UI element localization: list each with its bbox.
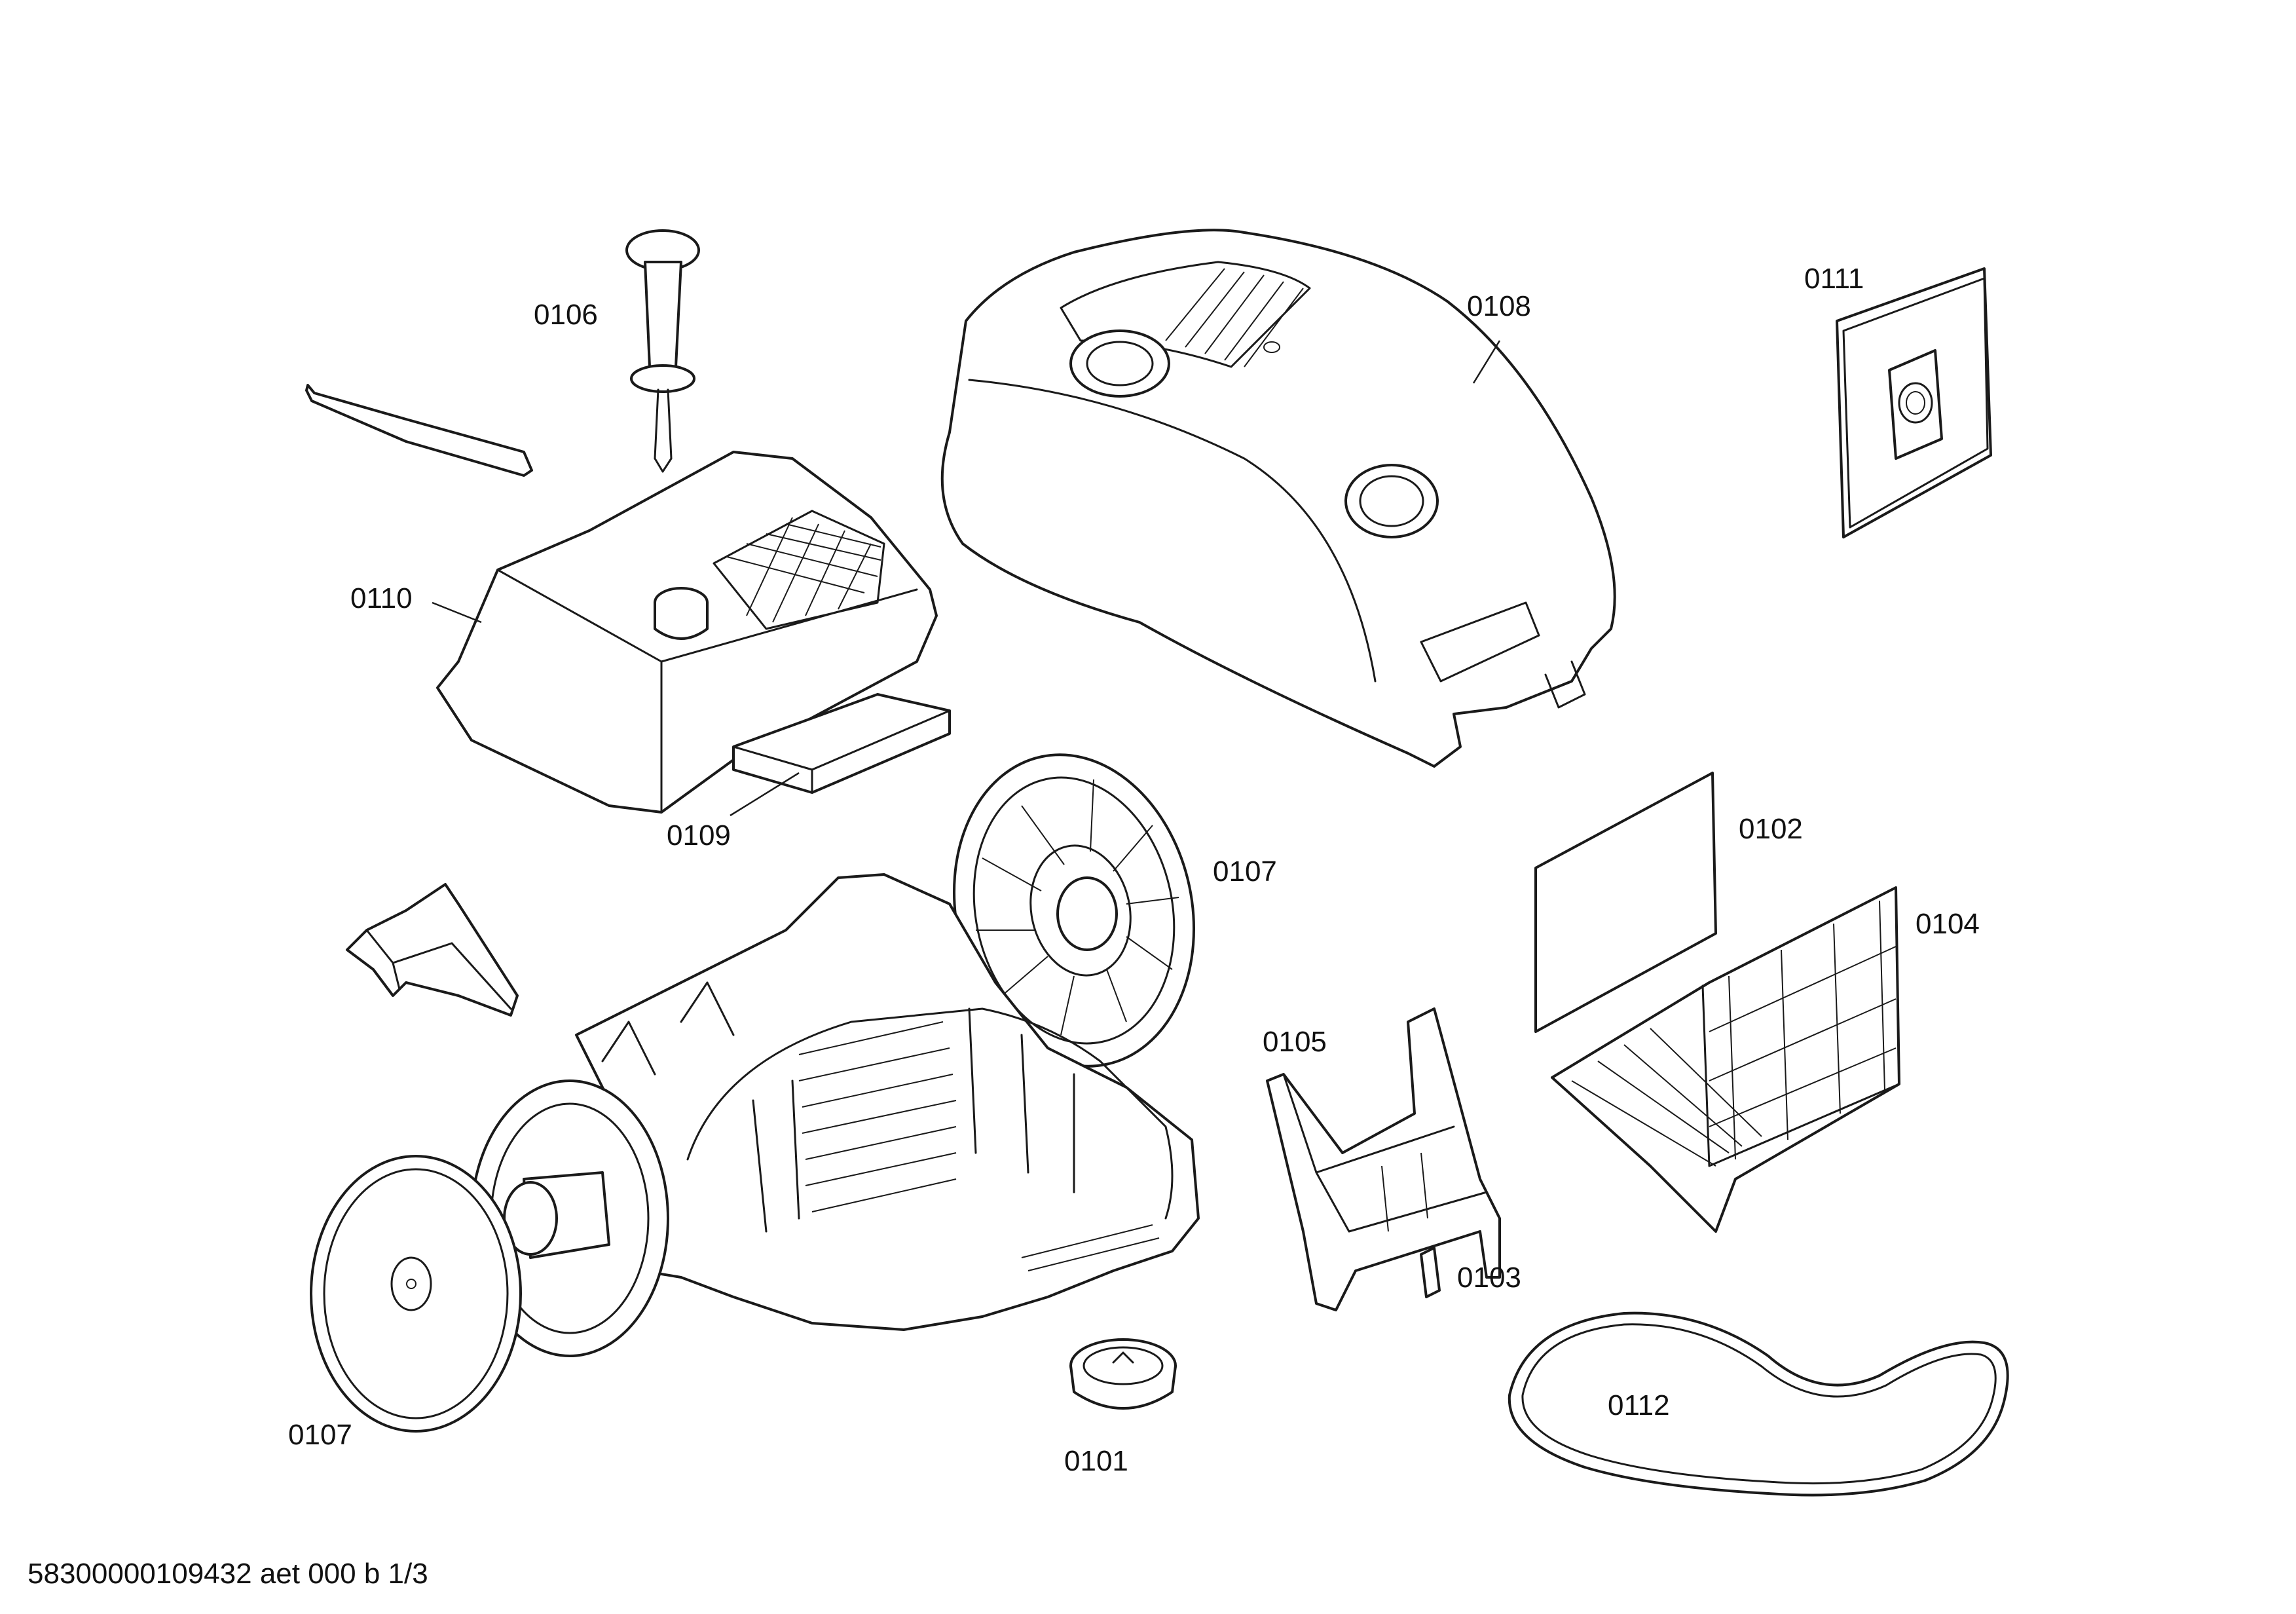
- callout-0110: 0110: [350, 582, 413, 614]
- part-0107-wheel-lower[interactable]: [310, 1155, 522, 1433]
- callout-0108: 0108: [1467, 290, 1531, 322]
- part-0110-filter-cover[interactable]: [436, 451, 938, 814]
- callout-labels: 0106 0108 0111 0110 0109 0107 0102 0104 …: [288, 263, 1980, 1477]
- callout-0107-upper: 0107: [1213, 855, 1277, 888]
- leader-0110: [432, 601, 482, 624]
- leader-0109: [730, 772, 800, 817]
- callout-0102: 0102: [1739, 813, 1803, 845]
- callout-0111: 0111: [1804, 263, 1864, 295]
- part-0104-grid-frame[interactable]: [1551, 886, 1900, 1233]
- callout-0109: 0109: [667, 819, 731, 852]
- callout-0105: 0105: [1263, 1026, 1327, 1058]
- part-clip-bracket[interactable]: [346, 883, 519, 1017]
- part-0111-dust-bag[interactable]: [1836, 267, 1992, 538]
- part-0110-seal-strip[interactable]: [305, 384, 533, 477]
- part-0107-wheel-upper[interactable]: [926, 732, 1222, 1089]
- part-0106-knob[interactable]: [625, 229, 700, 473]
- callout-0107-lower: 0107: [288, 1419, 352, 1451]
- leader-0108: [1472, 340, 1501, 384]
- part-0108-housing-cover[interactable]: [940, 229, 1616, 768]
- document-id: 58300000109432 aet 000 b 1/3: [28, 1558, 428, 1590]
- leader-lines: [432, 340, 1501, 817]
- callout-0104: 0104: [1916, 908, 1980, 940]
- callout-0112: 0112: [1608, 1389, 1670, 1421]
- callout-0101: 0101: [1064, 1445, 1128, 1477]
- part-0103-clip[interactable]: [1420, 1247, 1441, 1298]
- part-0109-filter-pad[interactable]: [732, 693, 951, 794]
- part-0105-frame[interactable]: [1266, 1007, 1501, 1311]
- part-chassis-body[interactable]: [575, 873, 1200, 1331]
- part-0112-belt[interactable]: [1508, 1311, 2009, 1497]
- part-0102-panel[interactable]: [1534, 772, 1717, 1033]
- callout-0103: 0103: [1457, 1262, 1521, 1294]
- part-0101-cap[interactable]: [1069, 1338, 1177, 1410]
- callout-0106: 0106: [534, 299, 598, 331]
